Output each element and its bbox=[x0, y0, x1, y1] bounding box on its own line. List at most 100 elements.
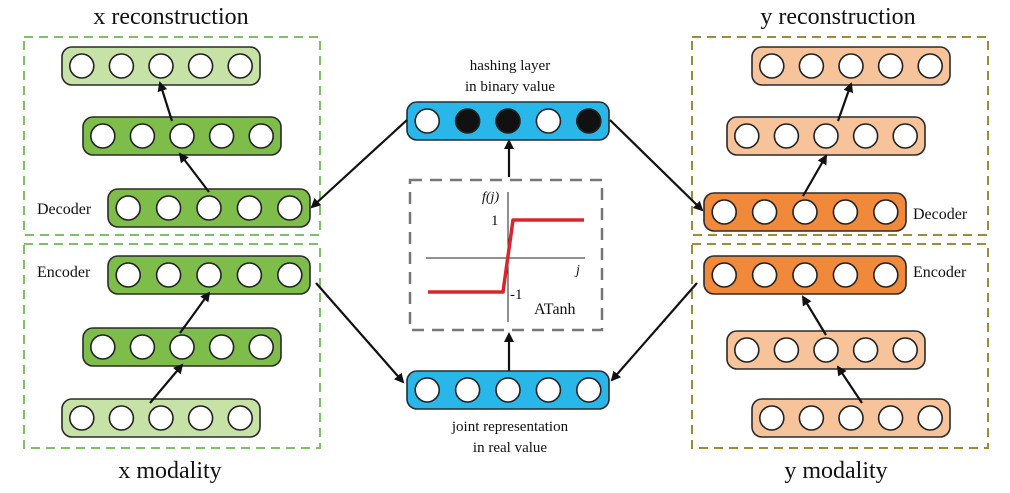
neuron-active bbox=[495, 108, 521, 134]
x-encoder-layer bbox=[107, 255, 311, 295]
neuron bbox=[872, 199, 899, 225]
decoder-label-right: Decoder bbox=[913, 206, 968, 223]
j-axis-label: j bbox=[574, 263, 580, 278]
neuron bbox=[773, 123, 800, 149]
neuron bbox=[148, 53, 174, 79]
neuron bbox=[733, 337, 760, 363]
neuron bbox=[877, 405, 904, 431]
neuron-active bbox=[454, 108, 481, 134]
y-encoder-layer bbox=[703, 255, 907, 295]
neuron bbox=[852, 123, 879, 149]
neuron bbox=[115, 262, 141, 288]
x-reconstruction-title: x reconstruction bbox=[93, 4, 248, 30]
x-reconstruction-box bbox=[23, 36, 321, 236]
neuron bbox=[129, 334, 156, 360]
neuron bbox=[208, 123, 235, 149]
neuron bbox=[208, 334, 235, 360]
y-decoder-hidden-layer bbox=[726, 116, 926, 156]
neuron bbox=[773, 337, 800, 363]
neuron bbox=[115, 195, 141, 221]
neuron bbox=[813, 337, 839, 363]
neuron bbox=[872, 262, 899, 288]
neuron bbox=[832, 199, 859, 225]
neuron bbox=[227, 405, 253, 431]
neuron bbox=[414, 377, 441, 403]
hashing-layer-label: hashing layer bbox=[470, 58, 550, 74]
hashing-layer bbox=[406, 101, 610, 141]
x-decoder-layer bbox=[107, 188, 311, 228]
neuron bbox=[90, 123, 116, 149]
neuron bbox=[813, 123, 839, 149]
neuron bbox=[169, 334, 195, 360]
real-value-label: in real value bbox=[473, 440, 547, 456]
neuron bbox=[90, 334, 116, 360]
neuron bbox=[196, 262, 222, 288]
neuron bbox=[798, 53, 825, 79]
neuron bbox=[155, 195, 182, 221]
x-decoder-hidden-layer bbox=[82, 116, 282, 156]
neuron bbox=[69, 405, 95, 431]
neuron bbox=[535, 377, 562, 403]
tick-label-positive: 1 bbox=[491, 213, 499, 229]
neuron bbox=[798, 405, 825, 431]
arrow-x-in-to-enc2 bbox=[149, 363, 184, 404]
y-input-layer bbox=[751, 398, 951, 438]
neuron bbox=[917, 405, 944, 431]
neuron bbox=[227, 53, 253, 79]
neuron bbox=[108, 405, 135, 431]
neuron bbox=[236, 195, 263, 221]
arrow-x-dec1-to-dec2 bbox=[178, 152, 210, 193]
neuron bbox=[187, 53, 214, 79]
y-modality-box bbox=[691, 243, 989, 449]
arrow-x-enc2-to-enc1 bbox=[179, 291, 211, 334]
arrow-x-encoder-to-joint bbox=[315, 282, 405, 384]
fj-axis-label: f(j) bbox=[482, 190, 499, 205]
neuron bbox=[792, 262, 818, 288]
neuron bbox=[276, 262, 303, 288]
neuron bbox=[454, 377, 481, 403]
neuron bbox=[535, 108, 562, 134]
encoder-label-left: Encoder bbox=[37, 264, 91, 281]
activation-plot-box bbox=[408, 178, 604, 332]
neuron bbox=[838, 53, 864, 79]
atanh-step-curve bbox=[428, 218, 584, 294]
neuron bbox=[236, 262, 263, 288]
neuron bbox=[751, 199, 778, 225]
y-encoder-hidden-layer bbox=[726, 330, 926, 370]
y-reconstruction-layer bbox=[751, 46, 951, 86]
x-modality-title: x modality bbox=[118, 458, 221, 484]
arrow-y-in-to-enc2 bbox=[836, 365, 863, 404]
neuron-active bbox=[575, 108, 602, 134]
joint-representation-label: joint representation bbox=[451, 419, 569, 435]
arrow-y-dec1-to-dec2 bbox=[802, 154, 827, 197]
encoder-label-right: Encoder bbox=[913, 264, 967, 281]
neuron bbox=[248, 123, 275, 149]
neuron bbox=[575, 377, 602, 403]
neuron bbox=[148, 405, 174, 431]
x-input-layer bbox=[61, 398, 261, 438]
arrow-y-enc2-to-enc1 bbox=[801, 295, 827, 336]
neuron bbox=[155, 262, 182, 288]
neuron bbox=[733, 123, 760, 149]
neuron bbox=[108, 53, 135, 79]
arrow-y-encoder-to-joint bbox=[610, 282, 698, 382]
arrow-y-dec2-to-dec3 bbox=[836, 82, 854, 122]
x-reconstruction-layer bbox=[61, 46, 261, 86]
neuron bbox=[276, 195, 303, 221]
neuron bbox=[917, 53, 944, 79]
neuron bbox=[751, 262, 778, 288]
y-reconstruction-box bbox=[691, 36, 989, 236]
neuron bbox=[711, 262, 738, 288]
neuron bbox=[169, 123, 195, 149]
neuron bbox=[414, 108, 441, 134]
neuron bbox=[248, 334, 275, 360]
neuron bbox=[187, 405, 214, 431]
arrow-hash-to-y-decoder bbox=[609, 119, 704, 212]
y-decoder-layer bbox=[703, 192, 907, 232]
binary-value-label: in binary value bbox=[465, 79, 555, 95]
tick-label-negative: -1 bbox=[510, 287, 523, 303]
joint-representation-layer bbox=[406, 370, 610, 410]
arrow-hash-to-x-decoder bbox=[310, 119, 408, 209]
y-modality-title: y modality bbox=[784, 458, 887, 484]
neuron bbox=[838, 405, 864, 431]
